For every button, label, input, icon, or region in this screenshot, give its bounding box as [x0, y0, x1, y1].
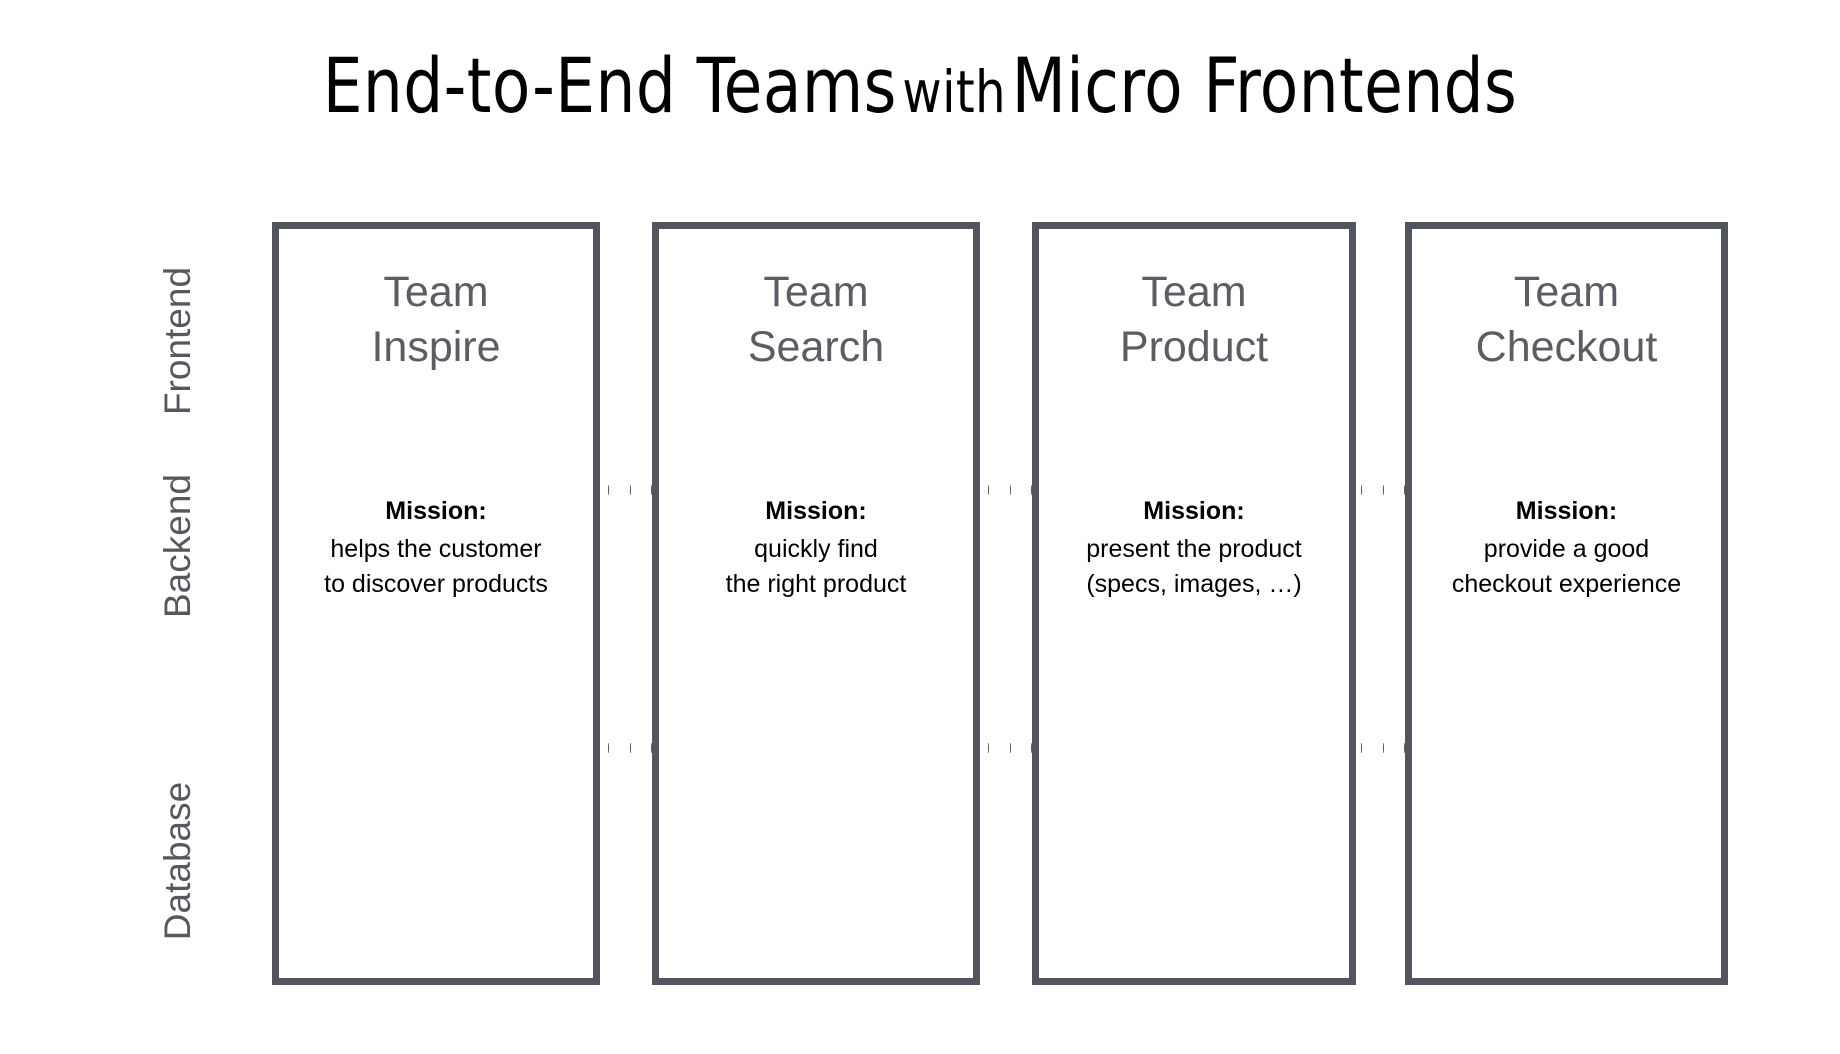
dot-icon — [1382, 743, 1384, 753]
mission-label: Mission: — [765, 497, 867, 525]
separator-dots-gap2-top — [988, 484, 1033, 496]
team-title-line-1: Team — [383, 268, 489, 316]
title-part-2: with — [902, 58, 1007, 126]
team-title-line-2: Product — [1119, 323, 1269, 372]
dot-icon — [651, 485, 653, 495]
team-title: Team Search — [659, 265, 973, 375]
dot-icon — [651, 743, 653, 753]
team-title-line-1: Team — [1141, 268, 1247, 316]
dot-icon — [1382, 485, 1384, 495]
team-title: Team Product — [1039, 265, 1349, 375]
page-title: End-to-End TeamswithMicro Frontends — [74, 48, 1767, 124]
separator-dots-lead-bottom — [152, 742, 272, 754]
mission-line-1: quickly find — [754, 534, 878, 563]
team-title-line-2: Checkout — [1475, 323, 1658, 372]
dot-icon — [629, 743, 631, 753]
team-box-search: Team Search Mission: quickly find the ri… — [652, 222, 980, 985]
separator-dots-lead-top — [152, 484, 272, 496]
team-title: Team Inspire — [279, 265, 593, 375]
mission-line-2: checkout experience — [1451, 570, 1682, 598]
separator-dots-gap1-bottom — [608, 742, 653, 754]
dot-icon — [1031, 743, 1033, 753]
mission-line-1: present the product — [1086, 534, 1302, 563]
team-title: Team Checkout — [1412, 265, 1721, 375]
team-title-line-1: Team — [1513, 268, 1620, 316]
mission-line-1: helps the customer — [330, 534, 542, 563]
dot-icon — [1404, 485, 1406, 495]
mission-line-2: to discover products — [324, 570, 548, 598]
dot-icon — [629, 485, 631, 495]
team-mission: Mission: quickly find the right product — [653, 494, 979, 603]
axis-label-backend: Backend — [157, 474, 198, 618]
title-part-1: End-to-End Teams — [322, 41, 897, 130]
dot-icon — [1009, 485, 1011, 495]
separator-dots-gap2-bottom — [988, 742, 1033, 754]
separator-dots-gap1-top — [608, 484, 653, 496]
team-mission: Mission: provide a good checkout experie… — [1406, 494, 1727, 603]
team-mission: Mission: helps the customer to discover … — [273, 494, 599, 603]
team-mission: Mission: present the product (specs, ima… — [1033, 494, 1355, 603]
dot-icon — [988, 485, 989, 495]
team-box-inspire: Team Inspire Mission: helps the customer… — [272, 222, 600, 985]
team-box-checkout: Team Checkout Mission: provide a good ch… — [1405, 222, 1728, 985]
dot-icon — [1361, 743, 1362, 753]
dot-icon — [1031, 485, 1033, 495]
mission-label: Mission: — [1515, 497, 1618, 525]
mission-line-2: (specs, images, …) — [1086, 570, 1302, 598]
dot-icon — [988, 743, 989, 753]
team-title-line-2: Inspire — [371, 323, 501, 372]
mission-line-1: provide a good — [1483, 534, 1650, 563]
dot-icon — [1009, 743, 1011, 753]
title-part-3: Micro Frontends — [1011, 41, 1518, 130]
dot-icon — [1404, 743, 1406, 753]
dot-icon — [608, 485, 609, 495]
mission-label: Mission: — [1143, 497, 1245, 525]
mission-line-2: the right product — [725, 570, 907, 598]
dot-icon — [608, 743, 609, 753]
mission-label: Mission: — [385, 497, 487, 525]
dot-icon — [1361, 485, 1362, 495]
separator-dots-gap3-bottom — [1361, 742, 1406, 754]
team-title-line-2: Search — [747, 323, 885, 372]
team-title-line-1: Team — [763, 268, 869, 316]
separator-dots-gap3-top — [1361, 484, 1406, 496]
team-box-product: Team Product Mission: present the produc… — [1032, 222, 1356, 985]
